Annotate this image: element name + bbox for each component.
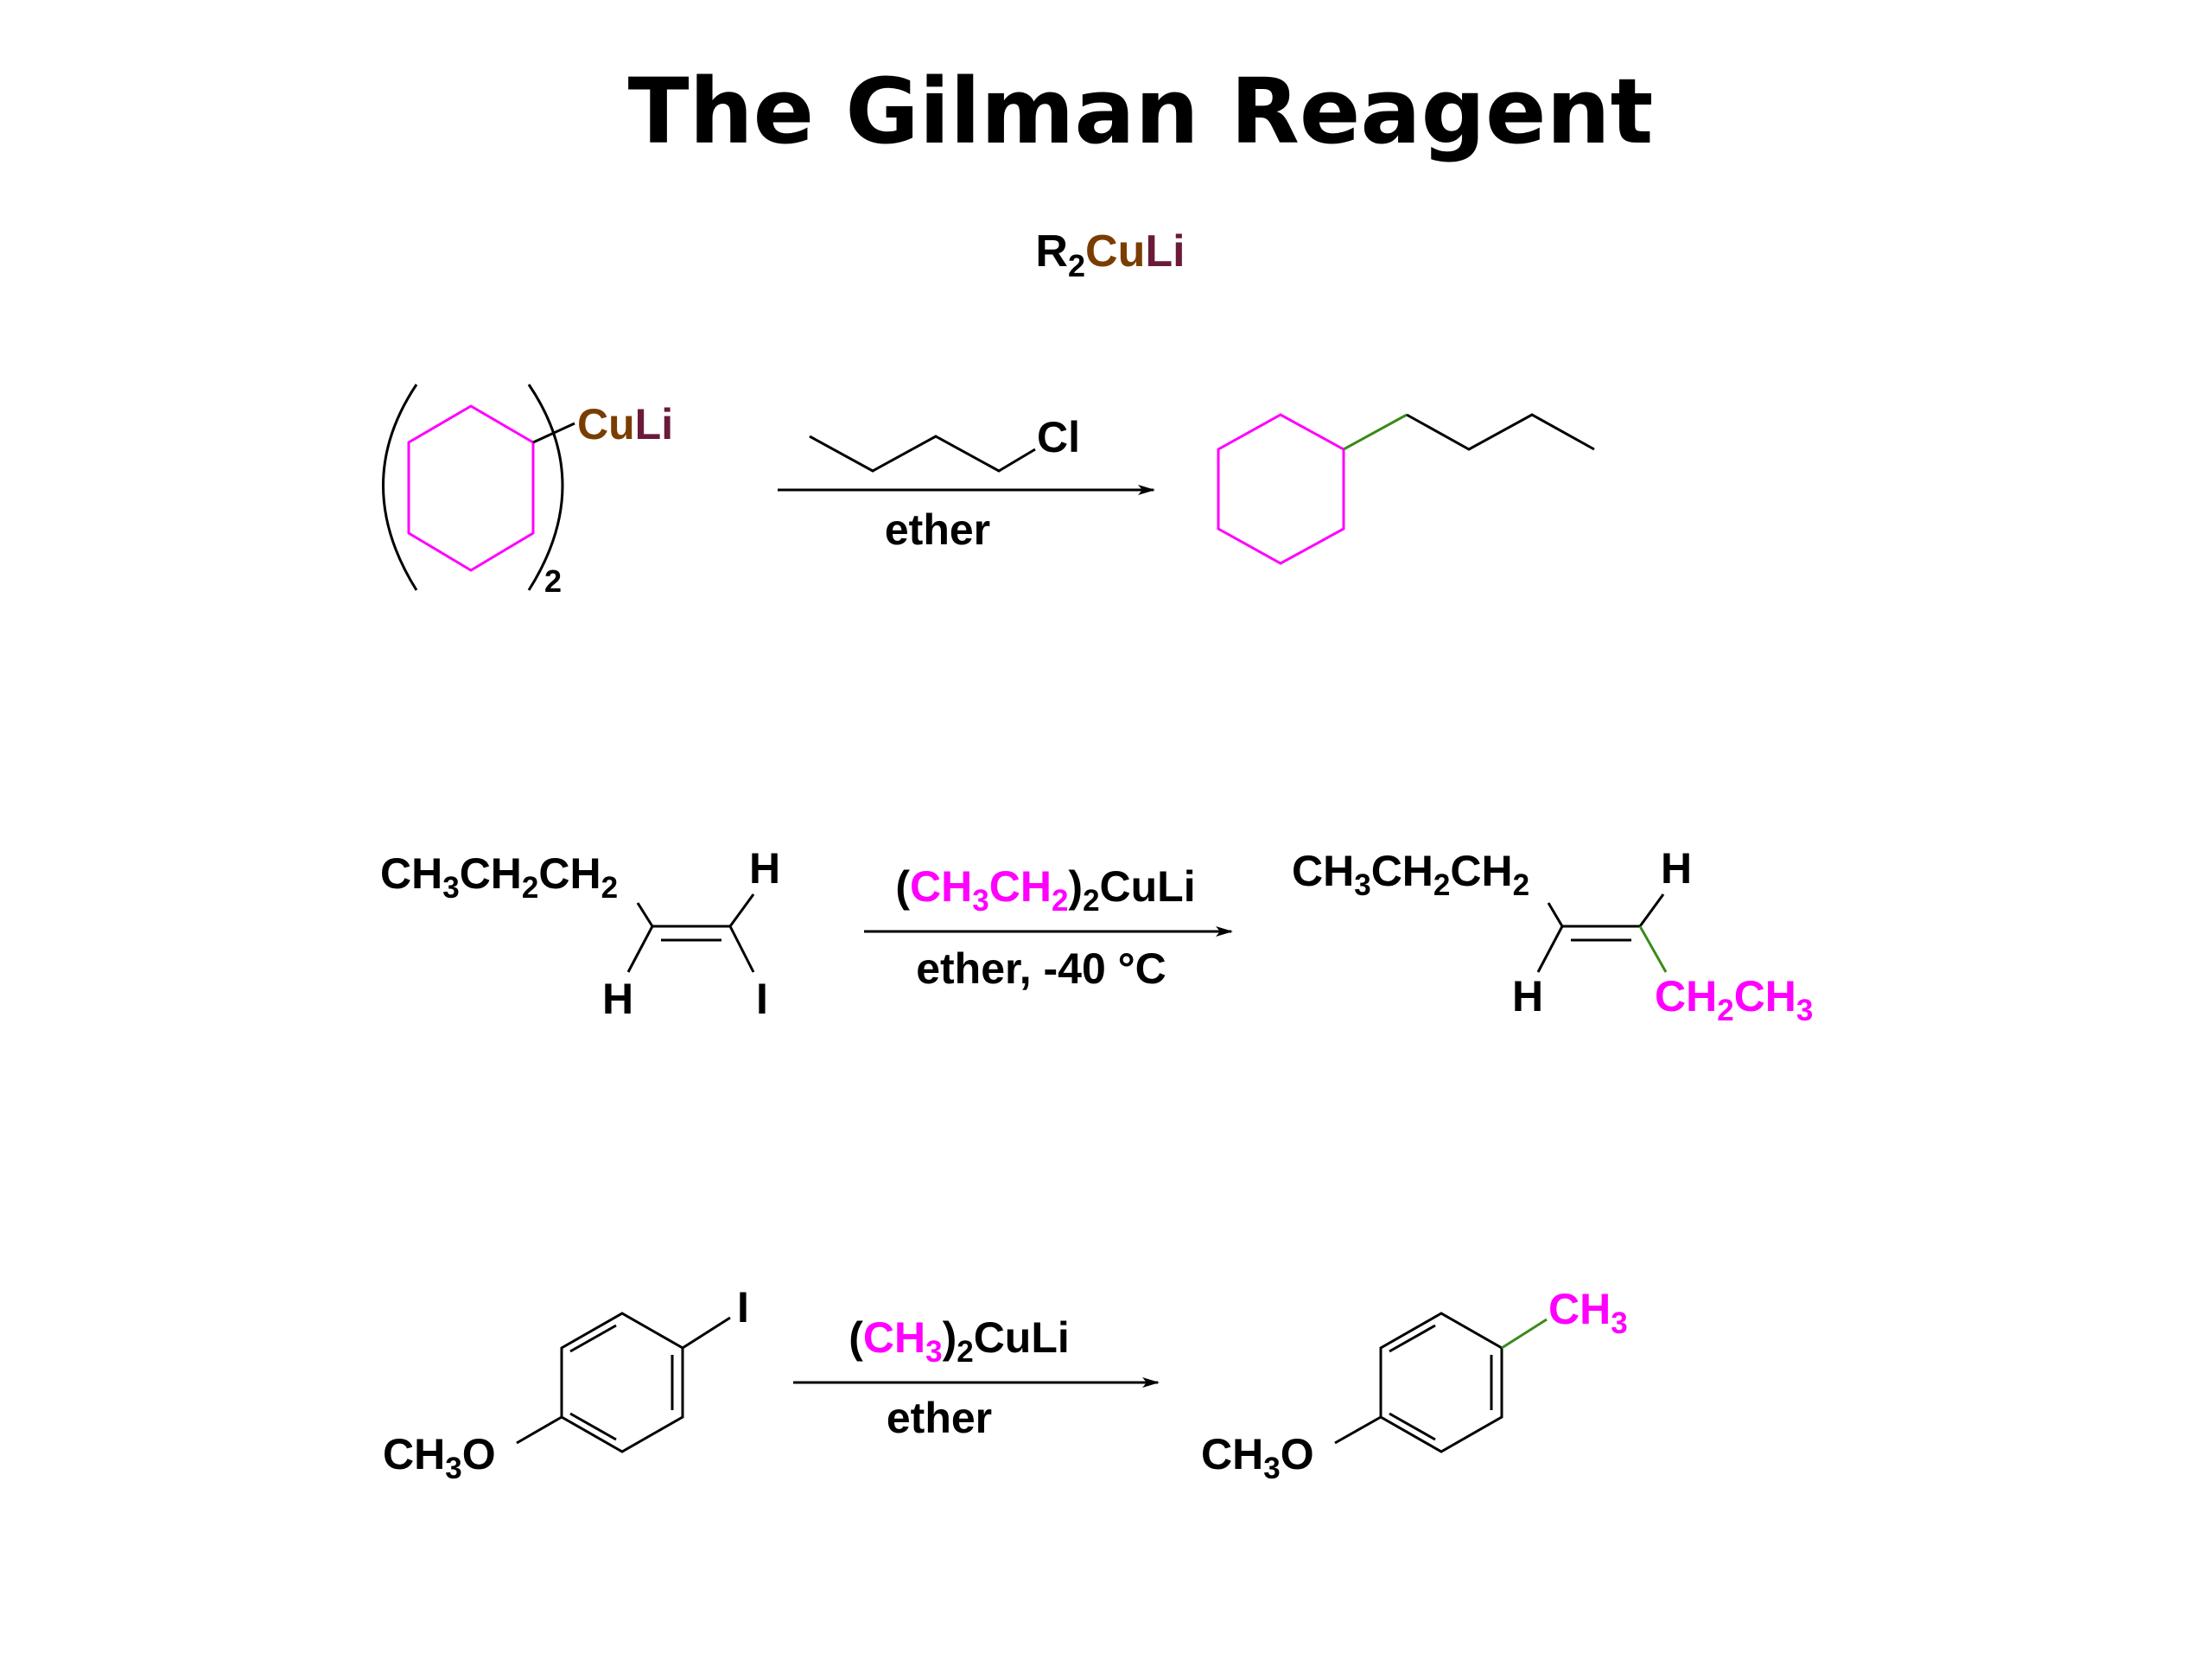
ring-inner-bond-3 (569, 1324, 617, 1353)
cuprate-culi-label: CuLi (577, 400, 673, 448)
p-c1-to-propyl (1547, 902, 1564, 927)
product-propyl-label: CH3CH2CH2 (1292, 847, 1529, 902)
product-cyclohexane-ring (1217, 413, 1345, 565)
new-c-c-bond (1343, 413, 1408, 451)
product-ethyl-label: CH2CH3 (1655, 972, 1813, 1027)
cuprate-count: 2 (544, 563, 562, 599)
p-c1-to-h (1536, 925, 1564, 973)
rxn1-reagent-butyl-chloride: Cl (809, 413, 1080, 473)
rxn3-reactant-iodoanisole: I CH3O (383, 1283, 749, 1485)
rxn2-product-alkene: CH3CH2CH2 H H CH2CH3 (1292, 844, 1813, 1027)
product-ring-inner-bond-2 (1389, 1412, 1436, 1441)
c2-to-i (728, 925, 755, 973)
product-ring-inner-bond-3 (1389, 1324, 1436, 1353)
c-o-bond (516, 1415, 563, 1445)
p-c2-to-ethyl (1638, 925, 1668, 973)
rxn3-reagent: (CH3)2CuLi (849, 1313, 1070, 1369)
butyl-chain (809, 435, 1036, 473)
c1-to-propyl (636, 902, 654, 927)
p-c2-to-h (1638, 893, 1665, 927)
left-paren (382, 384, 418, 591)
h-top-label: H (749, 844, 780, 893)
product-benzene-ring (1379, 1312, 1503, 1453)
rxn1-product-butylcyclohexane (1217, 413, 1595, 565)
rxn2-reactant-vinyl-iodide: CH3CH2CH2 H H I (380, 844, 780, 1023)
ring-inner-bond-2 (569, 1412, 617, 1441)
product-h-bottom-label: H (1512, 972, 1543, 1020)
methoxy-label: CH3O (383, 1430, 496, 1485)
rxn2-reagent: (CH3CH2)2CuLi (895, 862, 1195, 918)
new-c-c-bond (1501, 1318, 1548, 1350)
c-i-bond (682, 1316, 731, 1350)
iodine-label: I (737, 1283, 749, 1332)
gilman-formula: R2CuLi (1035, 226, 1185, 283)
c1-to-h (626, 925, 654, 973)
c-cu-bond (532, 422, 575, 444)
cyclohexane-ring (407, 404, 535, 572)
c2-to-h (728, 893, 755, 927)
h-bottom-label: H (602, 975, 633, 1023)
chlorine-label: Cl (1037, 413, 1080, 461)
rxn1-condition: ether (885, 505, 990, 554)
rxn3-condition: ether (887, 1394, 992, 1442)
rxn1-reactant-dicyclohexylcuprate: CuLi 2 (382, 384, 673, 599)
rxn2-condition: ether, -40 °C (916, 944, 1166, 993)
propyl-label: CH3CH2CH2 (380, 849, 618, 905)
right-paren (527, 384, 564, 591)
benzene-ring (560, 1312, 684, 1453)
product-methoxy-label: CH3O (1201, 1430, 1314, 1485)
page-title: The Gilman Reagent (628, 59, 1654, 164)
product-methyl-label: CH3 (1548, 1285, 1628, 1340)
product-h-top-label: H (1661, 844, 1692, 893)
iodine-label: I (756, 975, 768, 1023)
product-butyl-chain (1406, 413, 1595, 451)
rxn3-product-methylanisole: CH3 CH3O (1201, 1285, 1628, 1485)
product-c-o-bond (1334, 1415, 1382, 1445)
